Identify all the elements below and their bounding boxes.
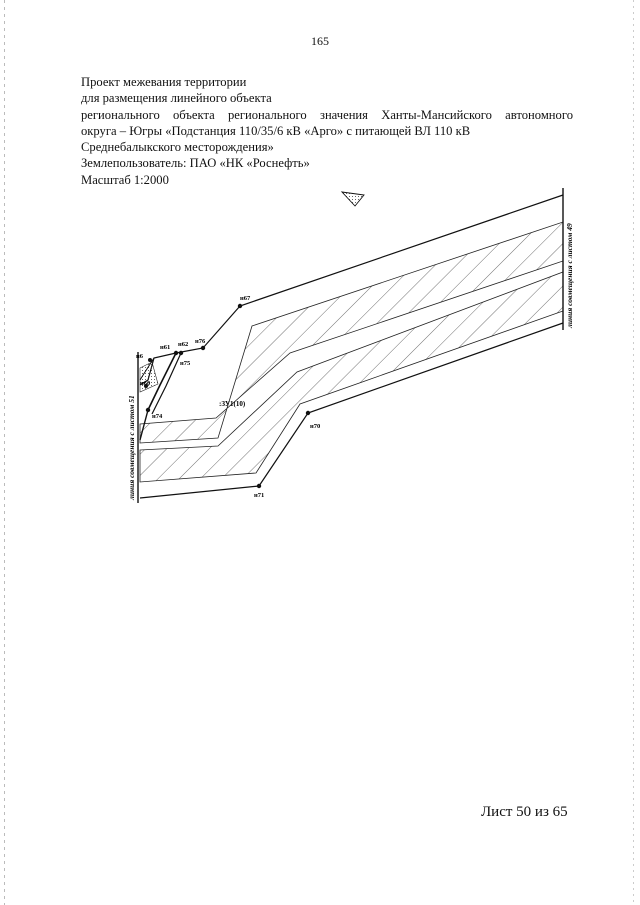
- point-label-n61: н61: [160, 344, 170, 351]
- inner-line-d: [139, 357, 155, 381]
- point-marker-n71: [256, 483, 262, 489]
- sheet-number: Лист 50 из 65: [481, 804, 568, 820]
- point-marker-n61: [173, 350, 179, 356]
- point-marker-n62: [178, 350, 184, 356]
- point-label-n67: н67: [240, 295, 251, 302]
- header-line-1: Проект межевания территории: [81, 75, 247, 89]
- point-marker-n60: [144, 384, 148, 388]
- point-marker-n6: [148, 358, 152, 362]
- point-label-n70: н70: [310, 423, 320, 430]
- header-line-6: Землепользователь: ПАО «НК «Роснефть»: [81, 156, 310, 171]
- sheet-line-right-label: линия совмещения с листом 49: [565, 223, 574, 329]
- point-marker-n76: [200, 345, 206, 351]
- header-line-4: округа – Югры «Подстанция 110/35/6 кВ «А…: [81, 123, 471, 138]
- header-line-2: для размещения линейного объекта: [81, 91, 272, 106]
- point-marker-n74: [145, 407, 151, 413]
- scan-edge-left: [4, 0, 5, 905]
- point-label-n76: н76: [195, 338, 206, 345]
- inner-line-b: [151, 352, 182, 415]
- point-label-n71: н71: [254, 492, 264, 499]
- parcel-boundary-lower: [139, 322, 564, 499]
- sheet-line-left-label: линия совмещения с листом 51: [127, 395, 136, 501]
- header-line-3: регионального объекта регионального знач…: [81, 107, 573, 122]
- dotted-wedge: [139, 361, 159, 393]
- inner-line-c: [139, 409, 149, 441]
- point-marker-n70: [305, 410, 311, 416]
- inner-line-a: [147, 352, 177, 411]
- point-label-n62: н62: [178, 341, 188, 348]
- scan-edge-right: [633, 0, 634, 905]
- header-line-5: Среднебалыкского месторождения»: [81, 140, 274, 155]
- point-label-n6: н6: [136, 353, 144, 360]
- parcel-label: :ЗУ1(10): [219, 400, 246, 408]
- north-marker-icon: [340, 191, 365, 207]
- point-label-n75: н75: [180, 360, 191, 367]
- page-number: 165: [311, 34, 329, 48]
- document-header: Проект межевания территории для размещен…: [81, 74, 573, 188]
- header-line-7: Масштаб 1:2000: [81, 172, 169, 187]
- point-label-n74: н74: [152, 413, 163, 420]
- point-label-n60: н60: [140, 380, 150, 387]
- point-marker-n67: [237, 303, 243, 309]
